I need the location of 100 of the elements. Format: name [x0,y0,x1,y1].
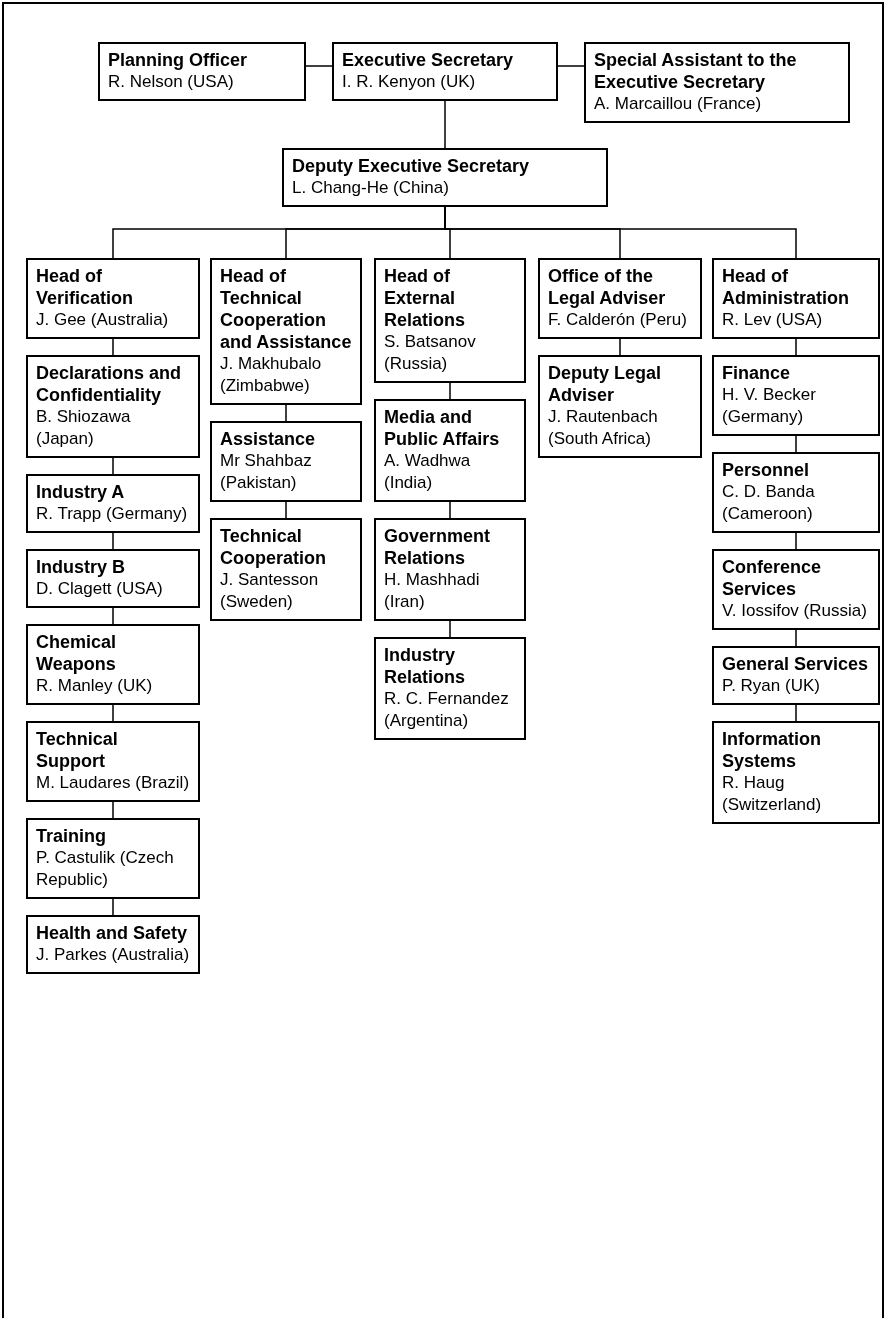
position-box [210,258,362,405]
office-holder: R. Nelson (USA) [108,71,235,93]
position-title: Planning Officer [108,49,249,71]
office-holder: P. Ryan (UK) [722,675,821,697]
connector-line [112,704,114,722]
position-title: Information Systems [722,728,822,772]
position-box [538,355,702,458]
position-box [712,646,880,705]
office-holder: R. Lev (USA) [722,309,824,331]
position-title: Personnel [722,459,811,481]
position-box [584,42,850,123]
connector-line [557,65,585,67]
office-holder: J. Gee (Australia) [36,309,170,331]
office-holder: C. D. Banda (Cameroon) [722,481,816,525]
office-holder: J. Rautenbach (South Africa) [548,406,659,450]
office-holder: R. Manley (UK) [36,675,154,697]
position-title: Industry Relations [384,644,467,688]
position-title: Executive Secretary [342,49,515,71]
office-holder: J. Santesson (Sweden) [220,569,320,613]
position-box [374,637,526,740]
position-title: Office of the Legal Adviser [548,265,667,309]
position-box [374,258,526,383]
connector-line [449,382,451,400]
office-holder: B. Shiozawa (Japan) [36,406,132,450]
office-holder: Mr Shahbaz (Pakistan) [220,450,313,494]
connector-line [795,338,797,356]
connector-line [112,898,114,916]
position-box [538,258,702,339]
office-holder: H. Mashhadi (Iran) [384,569,481,613]
office-holder: P. Castulik (Czech Republic) [36,847,175,891]
position-title: Conference Services [722,556,823,600]
position-title: Technical Cooperation [220,525,327,569]
position-box [26,355,200,458]
office-holder: A. Wadhwa (India) [384,450,472,494]
position-title: Assistance [220,428,317,450]
position-title: Training [36,825,107,847]
position-box [26,915,200,974]
position-title: Special Assistant to the Executive Secretary [594,49,798,93]
position-box [712,549,880,630]
position-box [26,818,200,899]
connector-line [449,501,451,519]
office-holder: A. Marcaillou (France) [594,93,763,115]
position-box [98,42,306,101]
position-title: Declarations and Confidentiality [36,362,183,406]
position-box [26,624,200,705]
position-box [26,474,200,533]
position-box [712,452,880,533]
position-title: Head of Technical Cooperation and Assistance [220,265,352,353]
office-holder: R. Trapp (Germany) [36,503,189,525]
position-title: Health and Safety [36,922,189,944]
position-title: Industry B [36,556,126,578]
office-holder: J. Parkes (Australia) [36,944,190,966]
connector-line [112,532,114,550]
position-box [26,549,200,608]
position-title: Head of Verification [36,265,135,309]
connector-line [795,532,797,550]
office-holder: V. Iossifov (Russia) [722,600,868,622]
position-box [332,42,558,101]
office-holder: M. Laudares (Brazil) [36,772,190,794]
position-title: Head of External Relations [384,265,467,331]
connector-line [444,100,446,149]
connector-line [112,801,114,819]
connector-line [112,607,114,625]
position-title: Media and Public Affairs [384,406,501,450]
connector-line [112,457,114,475]
connector-line [449,620,451,638]
position-box [712,721,880,824]
office-holder: D. Clagett (USA) [36,578,164,600]
position-title: Government Relations [384,525,492,569]
connector-line [795,435,797,453]
position-title: Deputy Legal Adviser [548,362,663,406]
position-box [26,721,200,802]
position-box [374,399,526,502]
office-holder: S. Batsanov (Russia) [384,331,477,375]
position-title: Finance [722,362,792,384]
position-title: Chemical Weapons [36,631,118,675]
office-holder: F. Calderón (Peru) [548,309,688,331]
office-holder: R. Haug (Switzerland) [722,772,823,816]
office-holder: R. C. Fernandez (Argentina) [384,688,510,732]
connector-line [795,629,797,647]
office-holder: J. Makhubalo (Zimbabwe) [220,353,323,397]
position-title: Deputy Executive Secretary [292,155,531,177]
connector-line [305,65,333,67]
position-box [374,518,526,621]
position-title: Industry A [36,481,126,503]
office-holder: H. V. Becker (Germany) [722,384,817,428]
position-box [26,258,200,339]
position-box [210,518,362,621]
position-title: General Services [722,653,870,675]
position-box [712,258,880,339]
position-box [712,355,880,436]
connector-line [112,338,114,356]
position-box [282,148,608,207]
connector-line [285,404,287,422]
position-title: Head of Administration [722,265,850,309]
connector-line [795,704,797,722]
position-box [210,421,362,502]
connector-line [285,501,287,519]
office-holder: I. R. Kenyon (UK) [342,71,477,93]
position-title: Technical Support [36,728,119,772]
